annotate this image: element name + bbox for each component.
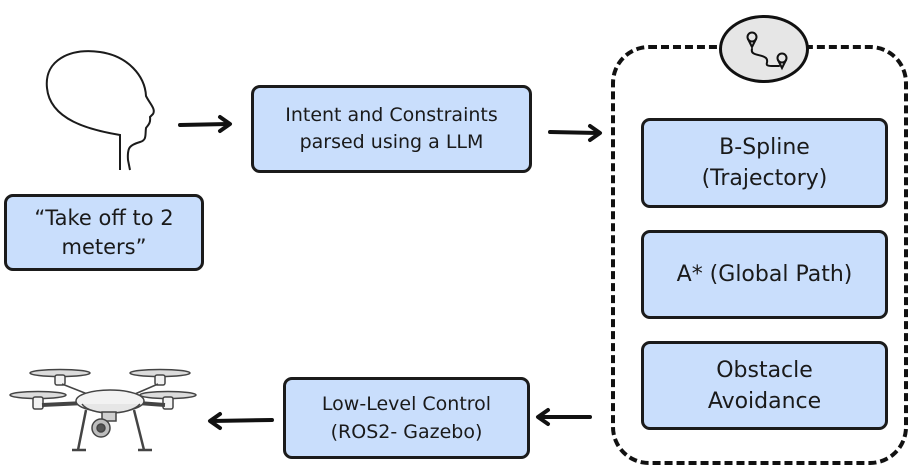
route-icon — [746, 31, 788, 71]
route-badge — [719, 15, 809, 83]
llm-parser-box: Intent and Constraints parsed using a LL… — [251, 85, 532, 173]
arrow-planner-to-control — [536, 408, 592, 426]
bspline-line-2: (Trajectory) — [701, 166, 828, 191]
control-line-1: Low-Level Control — [321, 393, 492, 415]
arrow-head-to-llm — [178, 115, 232, 133]
astar-line-1: A* (Global Path) — [676, 262, 853, 287]
voice-command-line-2: meters” — [61, 234, 147, 259]
voice-command-line-1: “Take off to 2 — [34, 205, 174, 230]
llm-parser-line-2: parsed using a LLM — [299, 131, 484, 153]
low-level-control-box: Low-Level Control (ROS2- Gazebo) — [283, 377, 530, 459]
obstacle-avoidance-box: Obstacle Avoidance — [641, 341, 888, 430]
voice-command-box: “Take off to 2 meters” — [4, 194, 204, 271]
obstacle-line-1: Obstacle — [716, 357, 813, 383]
arrow-llm-to-planner — [548, 124, 602, 142]
bspline-line-1: B-Spline — [719, 135, 810, 160]
astar-global-path-box: A* (Global Path) — [641, 230, 888, 319]
bspline-trajectory-box: B-Spline (Trajectory) — [641, 118, 888, 208]
arrow-control-to-drone — [208, 412, 274, 430]
obstacle-line-2: Avoidance — [707, 388, 822, 414]
control-line-2: (ROS2- Gazebo) — [330, 421, 483, 443]
llm-parser-line-1: Intent and Constraints — [285, 104, 498, 126]
